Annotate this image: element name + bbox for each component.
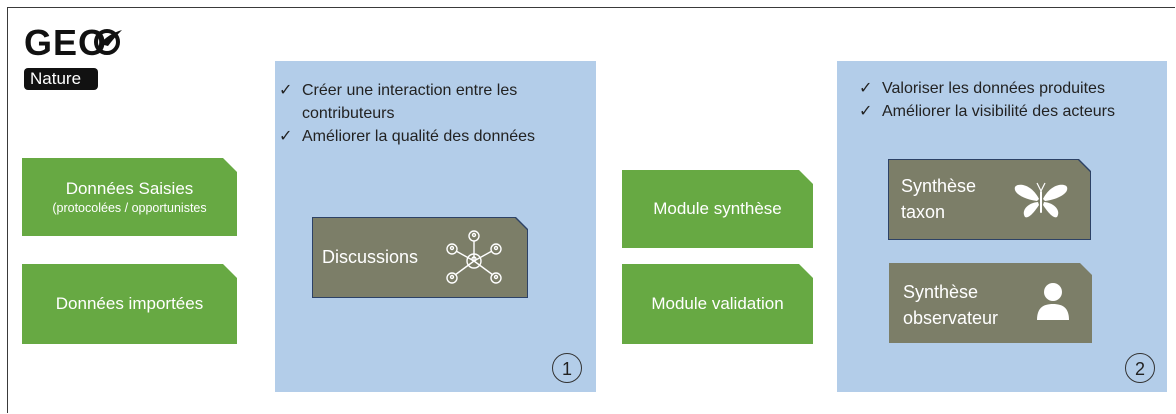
logo-text-geo: GEO (24, 22, 108, 63)
panel-1-bullet-text: Créer une interaction entre les contribu… (302, 82, 518, 122)
card-synthese-taxon-line2: taxon (901, 202, 946, 222)
card-synthese-taxon-line1: Synthèse (901, 176, 977, 196)
check-icon: ✓ (279, 82, 293, 99)
panel-1-bullet-text: Améliorer la qualité des données (302, 128, 536, 145)
tag-donnees-saisies-title: Données Saisies (65, 179, 194, 198)
user-icon (1035, 282, 1071, 320)
tag-module-synthese-label: Module synthèse (653, 199, 782, 218)
card-discussions-label: Discussions (322, 247, 419, 267)
tag-module-validation: Module validation (622, 264, 813, 344)
card-synthese-observateur-line2: observateur (903, 308, 999, 328)
panel-2-bullet-text: Améliorer la visibilité des acteurs (882, 103, 1115, 120)
tag-donnees-importees: Données importées (22, 264, 237, 344)
tag-donnees-saisies-subtitle: (protocolées / opportunistes (52, 201, 207, 215)
step-number-2: 2 (1125, 353, 1155, 383)
panel-2-bullet: ✓ Améliorer la visibilité des acteurs (859, 100, 1167, 123)
panel-1-bullet: ✓ Améliorer la qualité des données (279, 125, 591, 148)
card-discussions: Discussions (313, 218, 527, 297)
logo-nature-box: Nature (24, 68, 98, 90)
card-synthese-observateur: Synthèse observateur (889, 263, 1092, 343)
butterfly-icon (1013, 181, 1069, 219)
panel-2-bullet-text: Valoriser les données produites (882, 80, 1105, 97)
step-number-1: 1 (552, 353, 582, 383)
tag-module-synthese: Module synthèse (622, 170, 813, 248)
panel-2-bullet: ✓ Valoriser les données produites (859, 77, 1167, 100)
logo-bird-icon (94, 29, 122, 55)
panel-2-bullets: ✓ Valoriser les données produites ✓ Amélio… (859, 77, 1167, 123)
card-synthese-observateur-line1: Synthèse (903, 282, 979, 302)
tag-module-validation-label: Module validation (651, 294, 784, 313)
network-people-icon (443, 227, 505, 287)
tag-donnees-saisies: Données Saisies (protocolées / opportuni… (22, 158, 237, 236)
card-synthese-taxon: Synthèse taxon (889, 160, 1090, 239)
check-icon: ✓ (279, 128, 293, 145)
panel-1-bullets: ✓ Créer une interaction entre les contrib… (279, 79, 591, 148)
geonature-logo: GEO Nature (24, 22, 124, 92)
panel-1-bullet: ✓ Créer une interaction entre les contrib… (279, 79, 591, 125)
check-icon: ✓ (859, 103, 873, 120)
diagram-frame (7, 7, 1175, 413)
logo-text-nature: Nature (30, 69, 82, 88)
check-icon: ✓ (859, 80, 873, 97)
tag-donnees-importees-title: Données importées (55, 294, 204, 313)
